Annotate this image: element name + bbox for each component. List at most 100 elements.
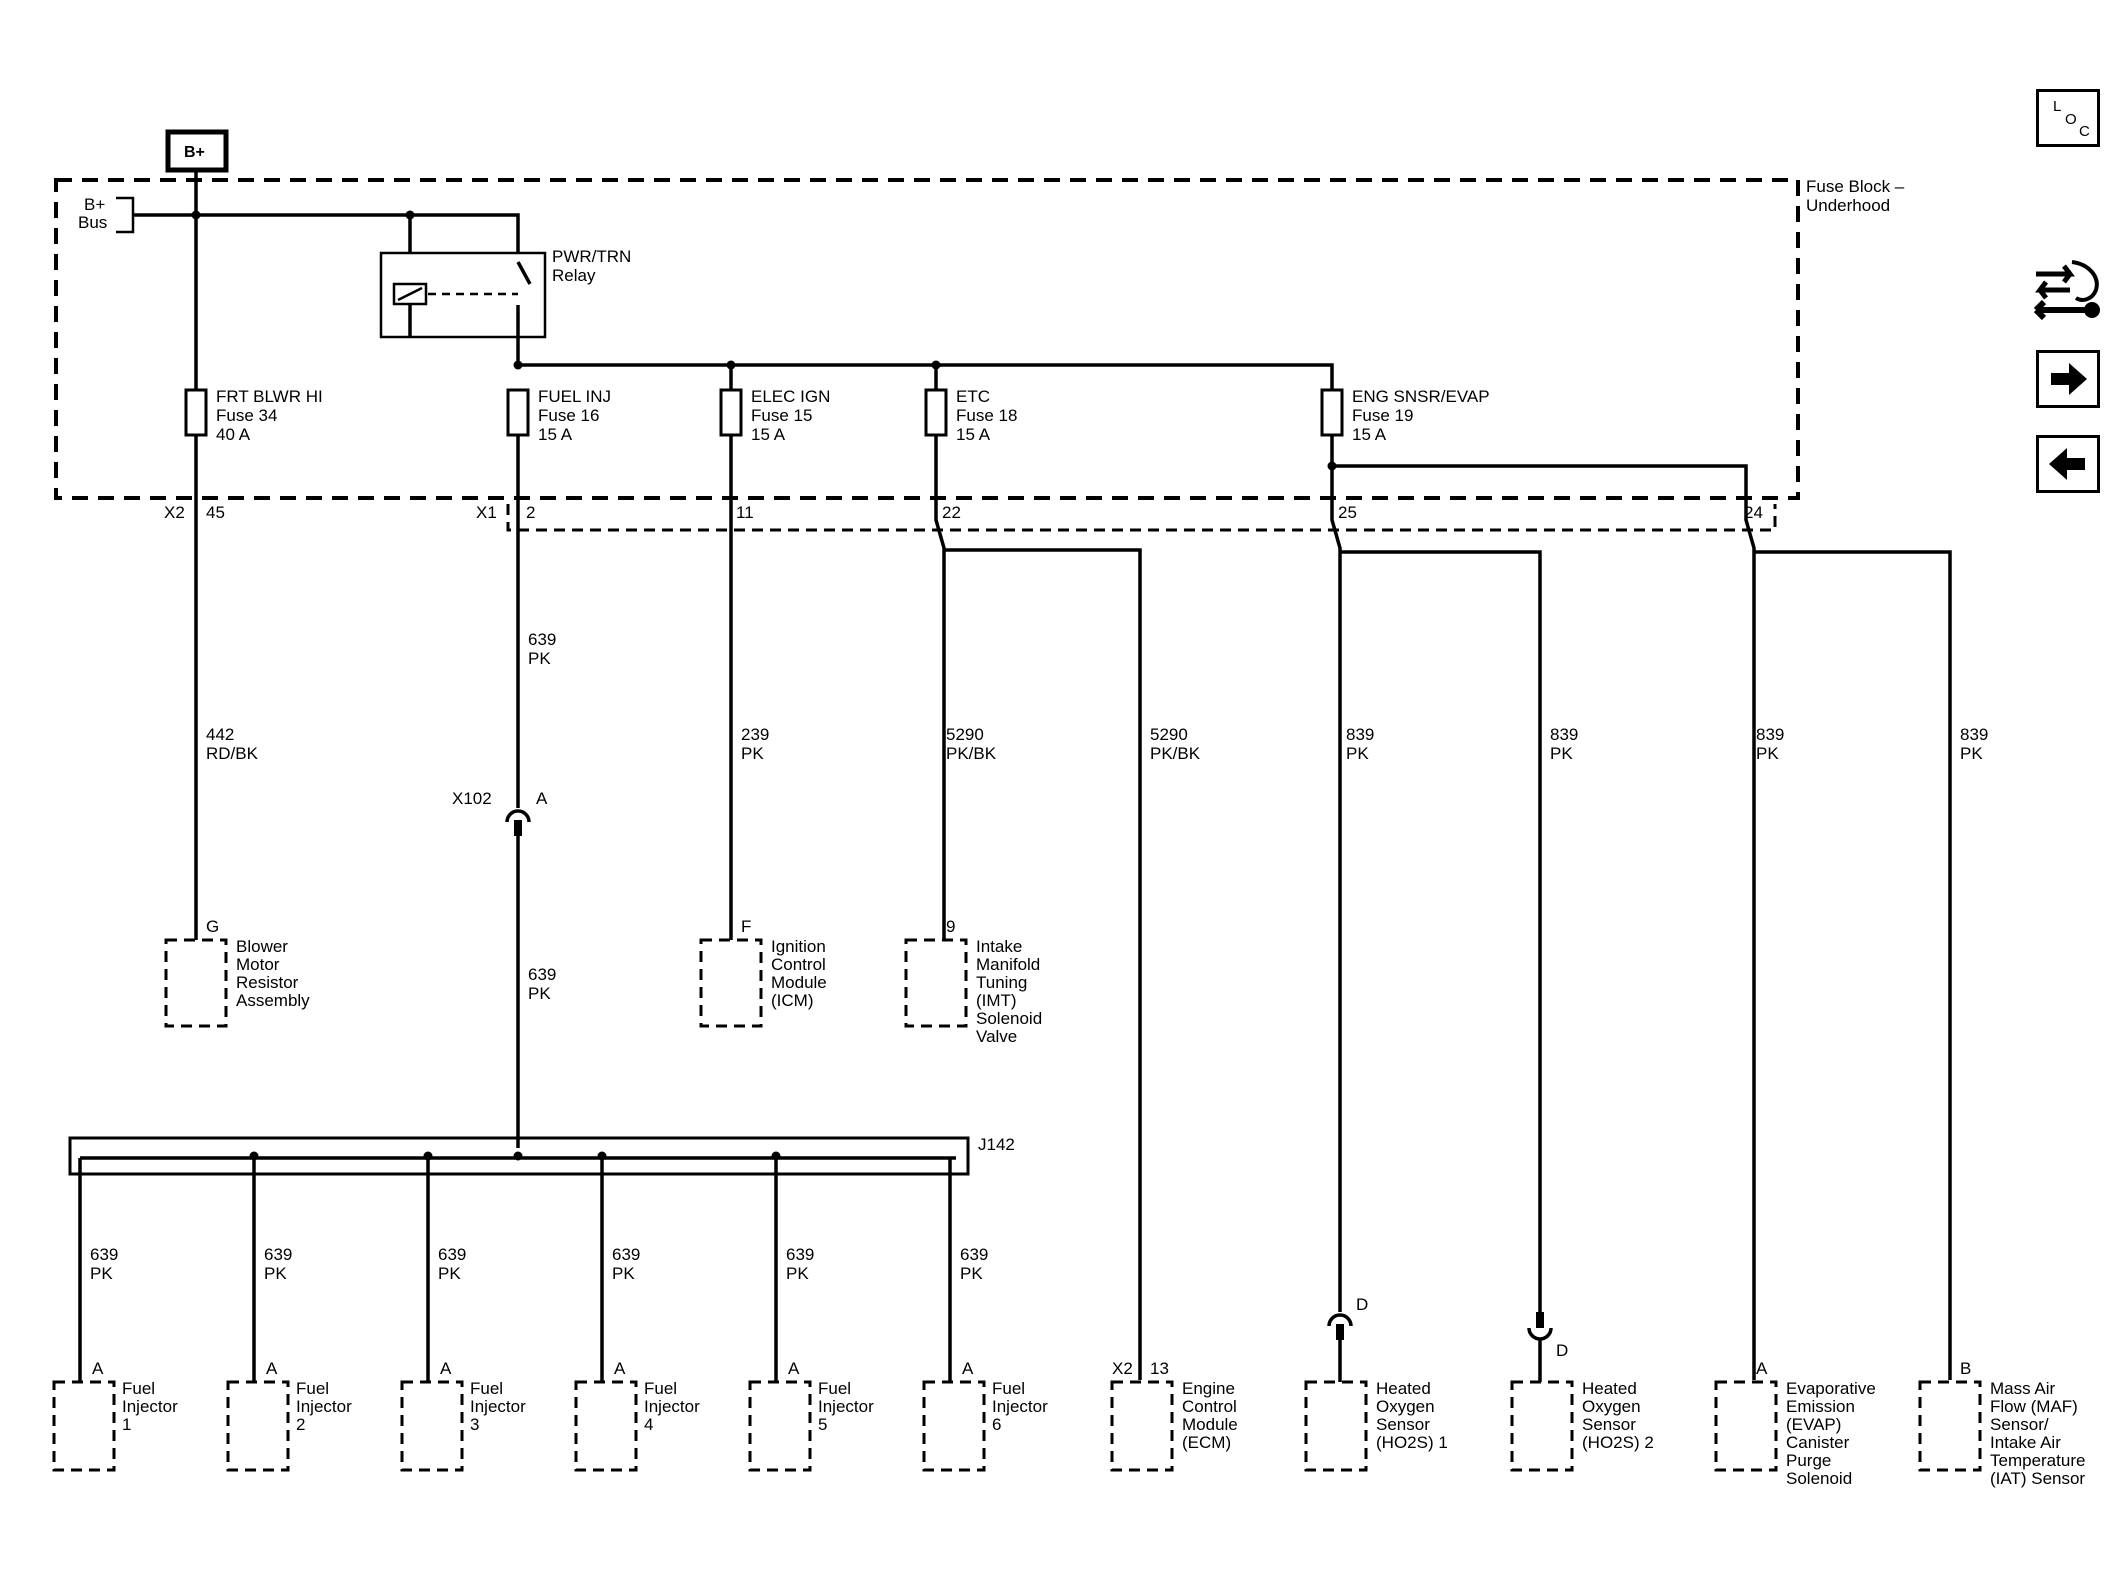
svg-text:Control: Control: [1182, 1397, 1237, 1416]
fuse-18-name: ETC: [956, 387, 990, 406]
injector-4-wire-color: PK: [612, 1264, 635, 1283]
svg-text:(ICM): (ICM): [771, 991, 813, 1010]
fuse-16-number: Fuse 16: [538, 406, 599, 425]
x102-connector-female: [505, 809, 531, 823]
injector-6-wire-color: PK: [960, 1264, 983, 1283]
svg-text:Oxygen: Oxygen: [1376, 1397, 1435, 1416]
wire-239-color: PK: [741, 744, 764, 763]
evap-solenoid-label: Evaporative Emission (EVAP) Canister Pur…: [1786, 1379, 1876, 1488]
blower-pin: G: [206, 917, 219, 936]
wire-839-ho2s1-color: PK: [1346, 744, 1369, 763]
wire-239-circuit: 239: [741, 725, 769, 744]
fuse-15: [719, 388, 743, 437]
svg-text:Canister: Canister: [1786, 1433, 1850, 1452]
fuel-injector-4-label: Fuel: [644, 1379, 677, 1398]
fuse-18: [924, 388, 948, 437]
fuel-injector-5-box: [748, 1380, 812, 1472]
imt-solenoid-label: Intake Manifold Tuning (IMT) Solenoid Va…: [976, 937, 1042, 1046]
x102-connector-male: [514, 820, 522, 836]
svg-text:(HO2S) 2: (HO2S) 2: [1582, 1433, 1654, 1452]
relay-label: PWR/TRN: [552, 247, 631, 266]
svg-text:(IAT) Sensor: (IAT) Sensor: [1990, 1469, 2085, 1488]
wire-839-ho2s1-circuit: 839: [1346, 725, 1374, 744]
injector-5-circuit: 639: [786, 1245, 814, 1264]
wire-639-lower-circuit: 639: [528, 965, 556, 984]
blower-motor-resistor-box: [164, 938, 228, 1028]
maf-pin: B: [1960, 1359, 1971, 1378]
svg-text:Sensor: Sensor: [1582, 1415, 1636, 1434]
fuel-injector-1-label: 1: [122, 1415, 131, 1434]
blower-motor-resistor-label: Blower Motor Resistor Assembly: [236, 937, 310, 1010]
junction-dot: [423, 1151, 433, 1161]
fuel-injector-1-label: Fuel: [122, 1379, 155, 1398]
x102-pin: A: [536, 789, 548, 808]
fuel-injector-3-label: 3: [470, 1415, 479, 1434]
loc-letter-c: C: [2079, 123, 2090, 140]
svg-text:(IMT): (IMT): [976, 991, 1017, 1010]
imt-pin: 9: [946, 917, 955, 936]
wire-639-upper-circuit: 639: [528, 630, 556, 649]
svg-text:Temperature: Temperature: [1990, 1451, 2085, 1470]
fuse-19: [1320, 388, 1344, 437]
svg-text:Control: Control: [771, 955, 826, 974]
wire-442-circuit: 442: [206, 725, 234, 744]
previous-page-button[interactable]: [2036, 435, 2100, 493]
injector-3-pin: A: [440, 1359, 452, 1378]
junction-dot: [771, 1151, 781, 1161]
svg-text:Manifold: Manifold: [976, 955, 1040, 974]
pin-25: 25: [1338, 503, 1357, 522]
junction-dot: [513, 1151, 523, 1161]
pin-45: 45: [206, 503, 225, 522]
etc-wire-ecm: [944, 548, 1142, 1380]
wire-839-evap-color: PK: [1756, 744, 1779, 763]
svg-text:Intake Air: Intake Air: [1990, 1433, 2061, 1452]
wire-5290-imt-circuit: 5290: [946, 725, 984, 744]
ho2s1-box: [1304, 1380, 1368, 1472]
svg-text:Solenoid: Solenoid: [976, 1009, 1042, 1028]
injector-2-wire-color: PK: [264, 1264, 287, 1283]
svg-text:Resistor: Resistor: [236, 973, 299, 992]
fuse-16-rating: 15 A: [538, 425, 573, 444]
fuel-injector-4-label: Injector: [644, 1397, 700, 1416]
svg-text:Sensor: Sensor: [1376, 1415, 1430, 1434]
fuse-block-label-2: Underhood: [1806, 196, 1890, 215]
wire-839-evap-circuit: 839: [1756, 725, 1784, 744]
fuel-injector-1-box: [52, 1380, 116, 1472]
svg-text:Module: Module: [771, 973, 827, 992]
location-button[interactable]: L O C: [2036, 89, 2100, 147]
fuse-19-name: ENG SNSR/EVAP: [1352, 387, 1490, 406]
svg-text:Engine: Engine: [1182, 1379, 1235, 1398]
svg-text:(HO2S) 1: (HO2S) 1: [1376, 1433, 1448, 1452]
ho2s2-label: Heated Oxygen Sensor (HO2S) 2: [1582, 1379, 1654, 1452]
fuse-34-rating: 40 A: [216, 425, 251, 444]
arrow-left-icon: [2049, 448, 2085, 480]
fuel-injector-2-label: Injector: [296, 1397, 352, 1416]
wire-839-ho2s2-color: PK: [1550, 744, 1573, 763]
fuel-injector-4-box: [574, 1380, 638, 1472]
next-page-button[interactable]: [2036, 350, 2100, 408]
ho2s1-connector-male: [1336, 1324, 1344, 1340]
relay-coil-diagonal: [397, 286, 423, 302]
wire-839-ho2s2-circuit: 839: [1550, 725, 1578, 744]
x2-connector-label: X2: [164, 503, 185, 522]
fuse-34-number: Fuse 34: [216, 406, 277, 425]
junction-dot: [513, 360, 523, 370]
wrench-arrows-button[interactable]: [2030, 250, 2106, 330]
fuel-injector-5-label: 5: [818, 1415, 827, 1434]
bplus-source-label: B+: [184, 144, 205, 161]
wire-5290-ecm-circuit: 5290: [1150, 725, 1188, 744]
svg-text:Emission: Emission: [1786, 1397, 1855, 1416]
svg-text:Assembly: Assembly: [236, 991, 310, 1010]
svg-text:Intake: Intake: [976, 937, 1022, 956]
ho2s1-pin: D: [1356, 1295, 1368, 1314]
injector-2-pin: A: [266, 1359, 278, 1378]
bplus-bus-label-2: Bus: [78, 213, 107, 232]
ho2s2-connector-female: [1527, 1327, 1553, 1341]
fuse-19-rating: 15 A: [1352, 425, 1387, 444]
svg-text:Ignition: Ignition: [771, 937, 826, 956]
fuse-15-name: ELEC IGN: [751, 387, 830, 406]
fuel-injector-6-box: [922, 1380, 986, 1472]
fuse-block-label: Fuse Block –: [1806, 177, 1905, 196]
ho2s1-label: Heated Oxygen Sensor (HO2S) 1: [1376, 1379, 1448, 1452]
